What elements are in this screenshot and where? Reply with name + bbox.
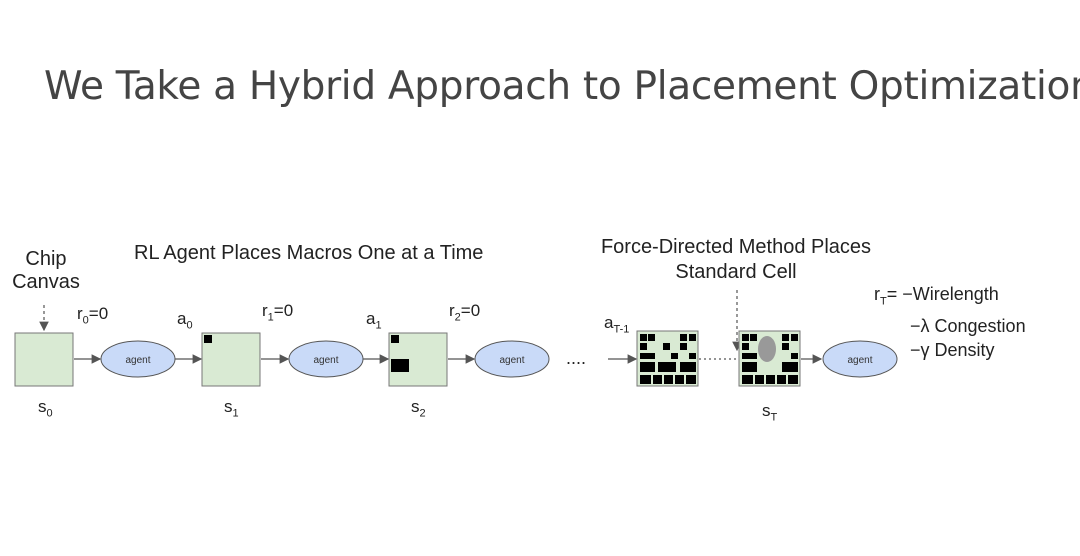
reward-r0: r0=0 [77, 304, 109, 327]
standard-cell-cluster [758, 336, 776, 362]
canvas-s0 [14, 332, 74, 387]
final-reward: rT= −Wirelength −λ Congestion −γ Density [874, 282, 1026, 362]
svg-text:agent: agent [847, 355, 872, 366]
state-sT: sT [762, 401, 778, 424]
state-s0: s0 [38, 397, 53, 420]
force-directed-line2: Standard Cell [675, 261, 797, 283]
force-directed-line1: Force-Directed Method Places [600, 236, 872, 258]
ellipsis: .... [566, 348, 587, 368]
action-a1: a1 [366, 309, 382, 332]
action-aT-1: aT-1 [604, 313, 630, 336]
chip-canvas-line1: Chip [25, 248, 67, 270]
chip-canvas-label: Chip Canvas [8, 248, 84, 294]
macro-block [391, 335, 399, 343]
rl-agent-label: RL Agent Places Macros One at a Time [134, 242, 484, 264]
svg-text:agent: agent [125, 355, 150, 366]
state-s2: s2 [411, 397, 426, 420]
reward-r1: r1=0 [262, 301, 294, 324]
final-reward-line1: rT= −Wirelength [874, 284, 999, 308]
svg-text:agent: agent [313, 355, 338, 366]
state-s1: s1 [224, 397, 239, 420]
final-reward-line2: −λ Congestion [910, 315, 1026, 336]
agent-node-4: agent [822, 340, 898, 378]
chip-canvas-line2: Canvas [12, 271, 80, 293]
agent-node-3: agent [474, 340, 550, 378]
final-reward-line3: −γ Density [910, 339, 995, 360]
agent-node-1: agent [100, 340, 176, 378]
force-directed-label: Force-Directed Method Places Standard Ce… [580, 235, 892, 285]
reward-r2: r2=0 [449, 301, 481, 324]
page-title: We Take a Hybrid Approach to Placement O… [44, 64, 1080, 109]
agent-node-2: agent [288, 340, 364, 378]
macro-block [391, 359, 409, 372]
macro-block [204, 335, 212, 343]
action-a0: a0 [177, 309, 193, 332]
canvas-placed-macros [636, 330, 699, 387]
svg-text:agent: agent [499, 355, 524, 366]
